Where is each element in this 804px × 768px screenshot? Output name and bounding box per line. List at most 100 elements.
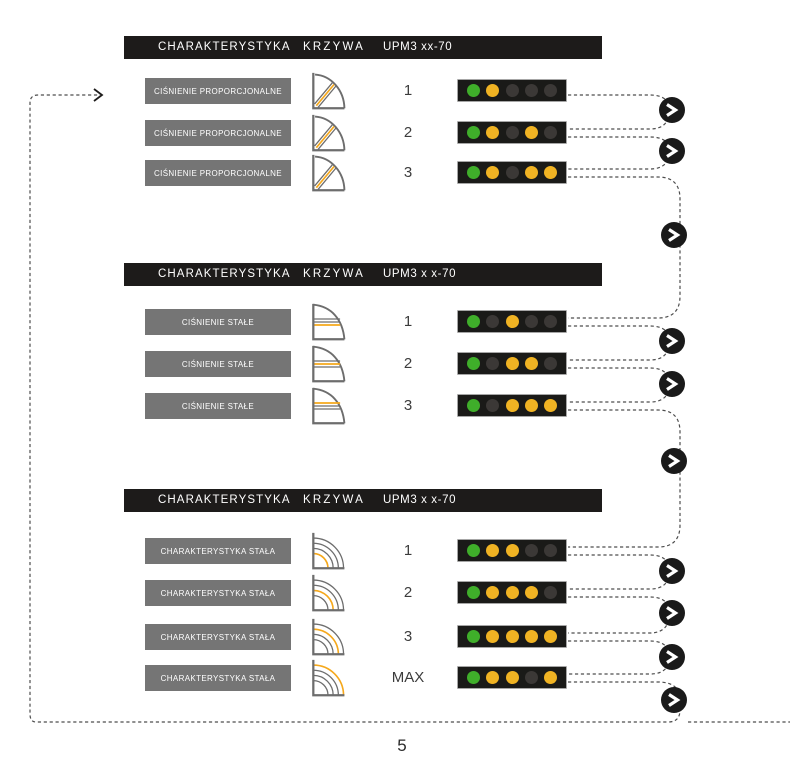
led-indicator [486, 84, 500, 97]
mode-label-text: CHARAKTERYSTYKA STAŁA [160, 673, 276, 683]
mode-label: CIŚNIENIE PROPORCJONALNE [145, 78, 291, 104]
section-header: CHARAKTERYSTYKA KRZYWA UPM3 xx-70 [124, 36, 602, 59]
setting-row: CIŚNIENIE PROPORCJONALNE 1 [0, 68, 604, 114]
led-indicator [524, 399, 538, 412]
led-indicator [467, 84, 480, 97]
chevron-right-icon [666, 650, 679, 664]
led-indicator [544, 357, 557, 370]
chevron-right-icon [666, 564, 679, 578]
chevron-right-icon [668, 454, 681, 468]
curve-icon-proportional-pressure [309, 153, 347, 193]
chevron-right-icon [668, 228, 681, 242]
led-indicator [544, 586, 557, 599]
led-indicator [467, 671, 480, 684]
mode-label: CHARAKTERYSTYKA STAŁA [145, 538, 291, 564]
led-panel [457, 581, 567, 604]
next-setting-button[interactable] [659, 644, 685, 670]
led-panel [457, 666, 567, 689]
setting-row: CHARAKTERYSTYKA STAŁA 2 [0, 570, 604, 616]
mode-label-text: CHARAKTERYSTYKA STAŁA [160, 632, 276, 642]
led-indicator [505, 315, 519, 328]
mode-label-text: CIŚNIENIE PROPORCJONALNE [154, 86, 282, 96]
section-header: CHARAKTERYSTYKA KRZYWA UPM3 x x-70 [124, 263, 602, 286]
led-indicator [486, 315, 500, 328]
led-indicator [544, 630, 557, 643]
next-setting-button[interactable] [659, 328, 685, 354]
chevron-right-icon [666, 606, 679, 620]
led-panel [457, 121, 567, 144]
led-panel [457, 161, 567, 184]
led-indicator [524, 84, 538, 97]
curve-icon-constant-curve [309, 573, 347, 613]
mode-label-text: CIŚNIENIE STAŁE [181, 401, 255, 411]
led-indicator [486, 544, 500, 557]
setting-number: 3 [403, 164, 413, 181]
led-indicator [544, 544, 557, 557]
led-indicator [544, 399, 557, 412]
led-indicator [467, 166, 480, 179]
chevron-right-icon [666, 334, 679, 348]
chevron-right-icon [668, 693, 681, 707]
led-indicator [486, 357, 500, 370]
led-indicator [505, 630, 519, 643]
mode-label: CHARAKTERYSTYKA STAŁA [145, 580, 291, 606]
next-setting-button[interactable] [659, 138, 685, 164]
header-col-model: UPM3 xx-70 [383, 41, 453, 53]
mode-label: CIŚNIENIE PROPORCJONALNE [145, 120, 291, 146]
setting-number: 3 [403, 628, 413, 645]
led-indicator [486, 126, 500, 139]
led-panel [457, 310, 567, 333]
mode-label: CHARAKTERYSTYKA STAŁA [145, 624, 291, 650]
setting-number: 3 [403, 397, 413, 414]
chevron-right-icon [666, 144, 679, 158]
led-indicator [505, 84, 519, 97]
setting-number: MAX [391, 669, 425, 686]
curve-icon-constant-pressure [309, 344, 347, 384]
next-setting-button[interactable] [661, 687, 687, 713]
setting-row: CIŚNIENIE STAŁE 3 [0, 383, 604, 429]
setting-row: CIŚNIENIE PROPORCJONALNE 2 [0, 110, 604, 156]
setting-number: 1 [403, 82, 413, 99]
led-indicator [524, 126, 538, 139]
led-indicator [524, 315, 538, 328]
led-indicator [505, 399, 519, 412]
header-col-krzywa: KRZYWA [303, 268, 365, 280]
next-setting-button[interactable] [659, 600, 685, 626]
led-indicator [486, 630, 500, 643]
led-indicator [486, 671, 500, 684]
mode-label-text: CIŚNIENIE STAŁE [181, 317, 255, 327]
led-indicator [544, 84, 557, 97]
header-col-charakterystyka: CHARAKTERYSTYKA [158, 268, 291, 280]
led-indicator [505, 357, 519, 370]
setting-row: CIŚNIENIE STAŁE 2 [0, 341, 604, 387]
led-indicator [524, 544, 538, 557]
led-indicator [505, 671, 519, 684]
header-col-charakterystyka: CHARAKTERYSTYKA [158, 494, 291, 506]
led-panel [457, 539, 567, 562]
next-setting-button[interactable] [659, 558, 685, 584]
next-setting-button[interactable] [659, 371, 685, 397]
led-indicator [467, 544, 480, 557]
mode-label: CIŚNIENIE STAŁE [145, 393, 291, 419]
setting-number: 2 [403, 355, 413, 372]
led-indicator [524, 586, 538, 599]
next-setting-button[interactable] [661, 448, 687, 474]
led-indicator [544, 315, 557, 328]
mode-label: CIŚNIENIE STAŁE [145, 351, 291, 377]
led-indicator [467, 357, 480, 370]
led-indicator [544, 166, 557, 179]
setting-row: CHARAKTERYSTYKA STAŁA 3 [0, 614, 604, 660]
led-indicator [486, 586, 500, 599]
page-number: 5 [397, 736, 407, 755]
led-indicator [467, 586, 480, 599]
curve-icon-constant-curve [309, 658, 347, 698]
curve-icon-constant-pressure [309, 386, 347, 426]
led-indicator [505, 126, 519, 139]
next-setting-button[interactable] [661, 222, 687, 248]
led-indicator [524, 630, 538, 643]
curve-icon-constant-curve [309, 617, 347, 657]
next-setting-button[interactable] [659, 97, 685, 123]
led-panel [457, 394, 567, 417]
mode-label: CIŚNIENIE PROPORCJONALNE [145, 160, 291, 186]
